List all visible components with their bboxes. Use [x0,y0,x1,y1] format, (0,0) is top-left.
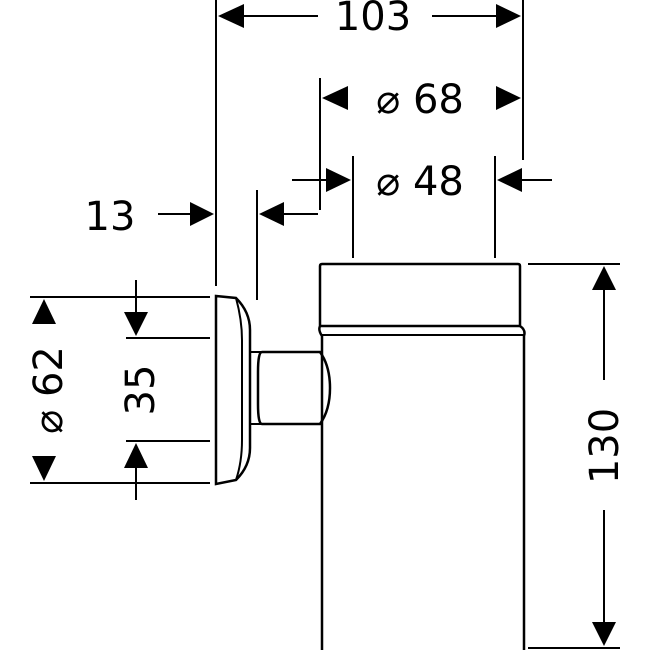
rosette-outline [214,294,252,486]
cup-holder [318,262,526,650]
arrow-bottom [124,443,148,468]
arrow-left [322,86,348,110]
dimension-total-height: 130 [528,263,628,649]
arrow-top [592,266,616,290]
arrow-top [124,312,148,336]
dimension-arm-height: 35 [118,280,210,500]
arrow-bottom [32,456,56,481]
arrow-right [259,202,284,226]
arm-outline [256,350,332,426]
arrow-top [32,299,56,324]
arrow-right [496,4,521,28]
arrow-right [496,86,521,110]
overall-width-label: 103 [335,0,411,40]
dimension-inner-diameter: ⌀ 48 [292,156,552,258]
dimension-wall-offset: 13 [85,190,318,300]
dimension-rosette-diameter: ⌀ 62 [26,296,210,484]
rosette-diameter-label: ⌀ 62 [26,346,72,434]
arrow-left [190,202,214,226]
dimension-overall-width: 103 [215,0,524,286]
cup-body-outline [318,262,526,650]
wall-rosette [214,294,262,486]
arrow-left [326,168,351,192]
outer-diameter-label: ⌀ 68 [376,77,464,123]
connecting-arm [256,350,332,426]
wall-offset-label: 13 [85,194,136,240]
arm-height-label: 35 [118,365,164,416]
arrow-left [218,4,244,28]
arrow-right [497,168,522,192]
rosette-inner-curve [235,297,243,481]
inner-diameter-label: ⌀ 48 [376,159,464,205]
total-height-label: 130 [582,408,628,484]
dimension-outer-diameter: ⌀ 68 [319,77,521,210]
arrow-bottom [592,622,616,646]
